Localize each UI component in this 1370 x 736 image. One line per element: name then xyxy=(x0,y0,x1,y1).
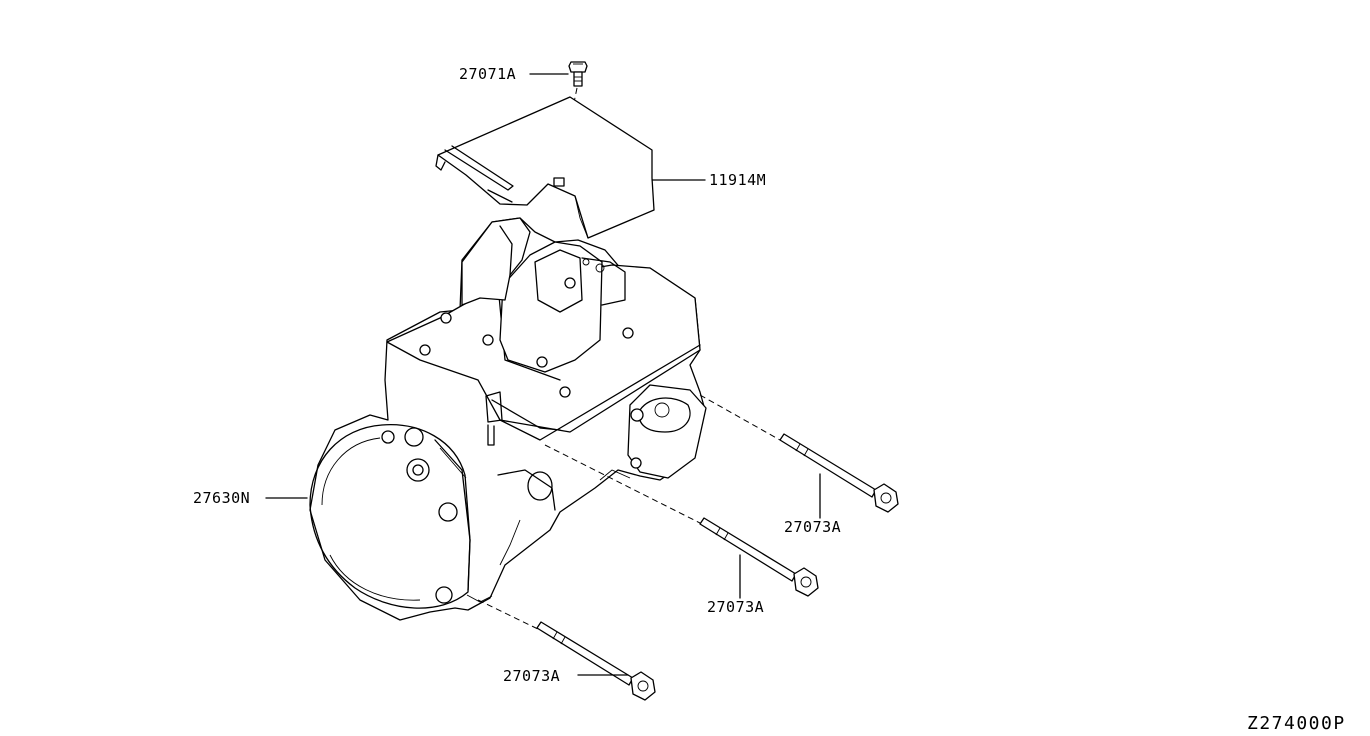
bolt-27071a-drawing xyxy=(568,61,588,87)
bolt-bottom-axis xyxy=(477,599,541,631)
figure-code: Z274000P xyxy=(1247,713,1346,734)
bolt-27073a-right-drawing xyxy=(779,433,899,513)
label-27073a-right: 27073A xyxy=(784,518,841,536)
label-27073a-middle: 27073A xyxy=(707,598,764,616)
bolt-27073a-bottom-drawing xyxy=(536,621,656,701)
bolt-right-axis xyxy=(699,394,781,441)
label-27073a-bottom: 27073A xyxy=(503,667,560,685)
label-27630n: 27630N xyxy=(193,489,250,507)
label-27071a: 27071A xyxy=(459,65,516,83)
label-11914m: 11914M xyxy=(709,171,766,189)
bolt-27073a-middle-drawing xyxy=(699,517,819,597)
compressor-27630n-drawing xyxy=(309,217,707,621)
cover-11914m-drawing xyxy=(435,96,655,239)
